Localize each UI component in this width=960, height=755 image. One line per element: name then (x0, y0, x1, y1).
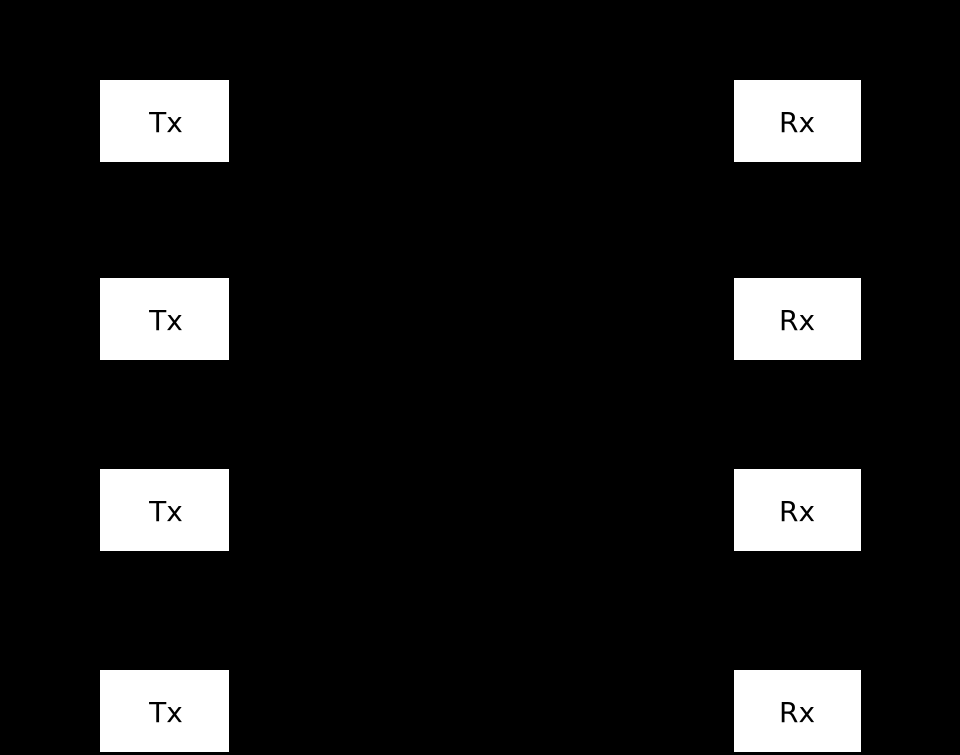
tx-box (98, 78, 231, 164)
double-arrow-icon (551, 224, 602, 270)
radio-waves-icon (280, 410, 313, 464)
radio-waves-icon (285, 4, 336, 88)
rx-antenna-icon (682, 690, 733, 744)
rx-antenna-icon (682, 299, 733, 351)
ellipsis-dots-icon (711, 306, 715, 329)
tx-block: Tx (98, 276, 231, 362)
ellipsis-dots-icon (243, 697, 247, 720)
rx-box (732, 467, 863, 553)
radio-waves-icon (285, 200, 336, 284)
tx-antenna-icon (230, 485, 277, 542)
mode-label: MISO (450, 453, 522, 486)
rx-block: Rx (732, 78, 863, 164)
tx-antenna-icon (230, 429, 277, 480)
tx-block: Tx (98, 78, 231, 164)
rx-box (732, 668, 863, 754)
tx-box (98, 276, 231, 362)
tx-label: Tx (148, 696, 183, 729)
tx-box (98, 668, 231, 754)
rx-box (732, 276, 863, 362)
rx-box (732, 78, 863, 164)
rx-antenna-icon (682, 424, 733, 512)
rx-label: Rx (779, 495, 815, 528)
rx-antenna-icon (682, 630, 733, 684)
tx-block: Tx (98, 467, 231, 553)
tx-block: Tx (98, 668, 231, 754)
mode-label: SISO (449, 25, 515, 58)
tx-label: Tx (148, 304, 183, 337)
rx-block: Rx (732, 467, 863, 553)
row-miso: Tx MISO (98, 410, 863, 553)
rx-label: Rx (779, 304, 815, 337)
tx-label: Tx (148, 495, 183, 528)
mode-label: SIMO (450, 229, 522, 262)
arrow-icon (372, 235, 422, 253)
tx-antenna-icon (230, 35, 278, 123)
row-simo: Tx SIMO (98, 200, 863, 362)
tx-label: Tx (148, 106, 183, 139)
rx-block: Rx (732, 668, 863, 754)
double-arrow-icon (372, 640, 423, 686)
ellipsis-dots-icon (243, 496, 247, 519)
mode-label: MIMO (450, 651, 529, 684)
rx-antenna-icon (682, 35, 733, 123)
radio-waves-icon (280, 467, 313, 521)
double-arrow-icon (370, 444, 421, 489)
radio-waves-icon (280, 609, 313, 663)
tx-box (98, 467, 231, 553)
tx-antenna-icon (230, 233, 278, 321)
ellipsis-dots-icon (711, 700, 715, 723)
rx-antenna-icon (682, 239, 733, 291)
arrow-icon (551, 31, 602, 49)
row-mimo: Tx MIMO (98, 609, 863, 754)
double-arrow-icon (553, 640, 604, 686)
tx-antenna-icon (230, 629, 277, 681)
radio-waves-icon (280, 667, 313, 721)
arrow-icon (372, 31, 422, 49)
rx-label: Rx (779, 696, 815, 729)
rx-block: Rx (732, 276, 863, 362)
rx-label: Rx (779, 106, 815, 139)
arrow-icon (551, 457, 602, 475)
tx-antenna-icon (230, 685, 277, 742)
row-siso: Tx SISO Rx (98, 4, 863, 164)
